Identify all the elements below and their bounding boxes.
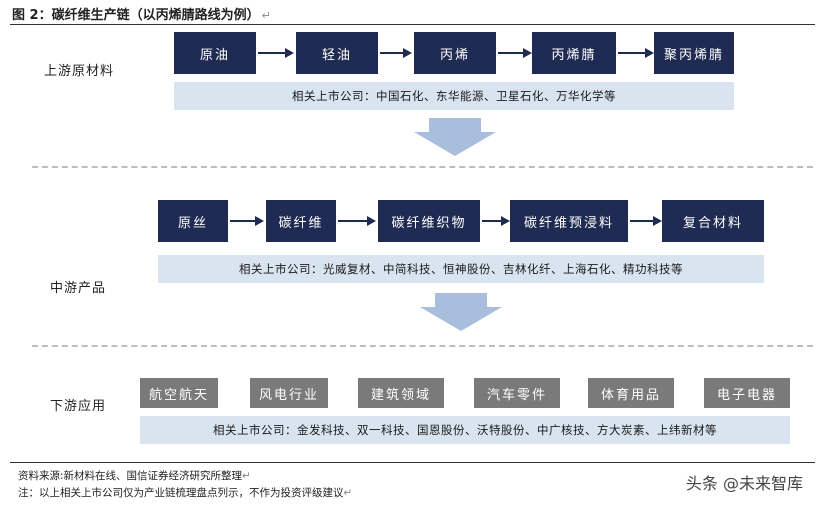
upstream-step-crude-oil: 原油 — [174, 32, 256, 74]
upstream-label: 上游原材料 — [44, 64, 115, 79]
disclaimer-note: 注：以上相关上市公司仅为产业链梳理盘点列示，不作为投资评级建议↵ — [18, 485, 352, 500]
application-sports-goods: 体育用品 — [588, 378, 674, 408]
down-arrow — [414, 118, 496, 156]
upstream-step-polyacrylonitrile: 聚丙烯腈 — [654, 32, 734, 74]
midstream-step-prepreg: 碳纤维预浸料 — [510, 200, 628, 242]
title-rule — [10, 24, 815, 25]
figure-title: 图 2：碳纤维生产链（以丙烯腈路线为例）↵ — [12, 4, 271, 23]
application-aerospace: 航空航天 — [140, 378, 218, 408]
disclaimer-note-text: 注：以上相关上市公司仅为产业链梳理盘点列示，不作为投资评级建议 — [18, 487, 344, 499]
upstream-companies: 相关上市公司：中国石化、东华能源、卫星石化、万华化学等 — [174, 82, 734, 110]
application-construction: 建筑领域 — [358, 378, 444, 408]
upstream-step-light-oil: 轻油 — [296, 32, 378, 74]
flow-arrow — [630, 216, 662, 226]
source-note-text: 资料来源:新材料在线、国信证券经济研究所整理 — [18, 470, 243, 482]
midstream-step-composite: 复合材料 — [662, 200, 764, 242]
midstream-label: 中游产品 — [50, 281, 107, 296]
flow-arrow — [338, 216, 376, 226]
source-note: 资料来源:新材料在线、国信证券经济研究所整理↵ — [18, 468, 251, 483]
paragraph-mark: ↵ — [343, 487, 353, 499]
footer-rule — [10, 462, 815, 463]
upstream-step-acrylonitrile: 丙烯腈 — [532, 32, 616, 74]
section-divider — [32, 345, 813, 347]
watermark: 头条 @未来智库 — [685, 474, 803, 493]
midstream-step-carbon-fiber: 碳纤维 — [266, 200, 336, 242]
application-wind-power: 风电行业 — [250, 378, 328, 408]
down-arrow — [420, 293, 502, 331]
figure-title-text: 图 2：碳纤维生产链（以丙烯腈路线为例） — [12, 8, 260, 23]
section-divider — [32, 166, 813, 168]
paragraph-mark: ↵ — [242, 470, 251, 482]
application-auto-parts: 汽车零件 — [474, 378, 560, 408]
downstream-companies: 相关上市公司：金发科技、双一科技、国恩股份、沃特股份、中广核技、方大炭素、上纬新… — [140, 416, 790, 444]
flow-arrow — [618, 48, 654, 58]
midstream-companies: 相关上市公司：光威复材、中简科技、恒神股份、吉林化纤、上海石化、精功科技等 — [158, 255, 764, 283]
downstream-label: 下游应用 — [50, 399, 107, 414]
flow-arrow — [230, 216, 264, 226]
flow-arrow — [380, 48, 412, 58]
flow-arrow — [258, 48, 294, 58]
midstream-step-precursor: 原丝 — [158, 200, 228, 242]
flow-arrow — [482, 216, 510, 226]
application-electronics: 电子电器 — [704, 378, 790, 408]
paragraph-mark: ↵ — [261, 9, 271, 22]
midstream-step-fabric: 碳纤维织物 — [378, 200, 480, 242]
upstream-step-propylene: 丙烯 — [414, 32, 496, 74]
flow-arrow — [498, 48, 532, 58]
